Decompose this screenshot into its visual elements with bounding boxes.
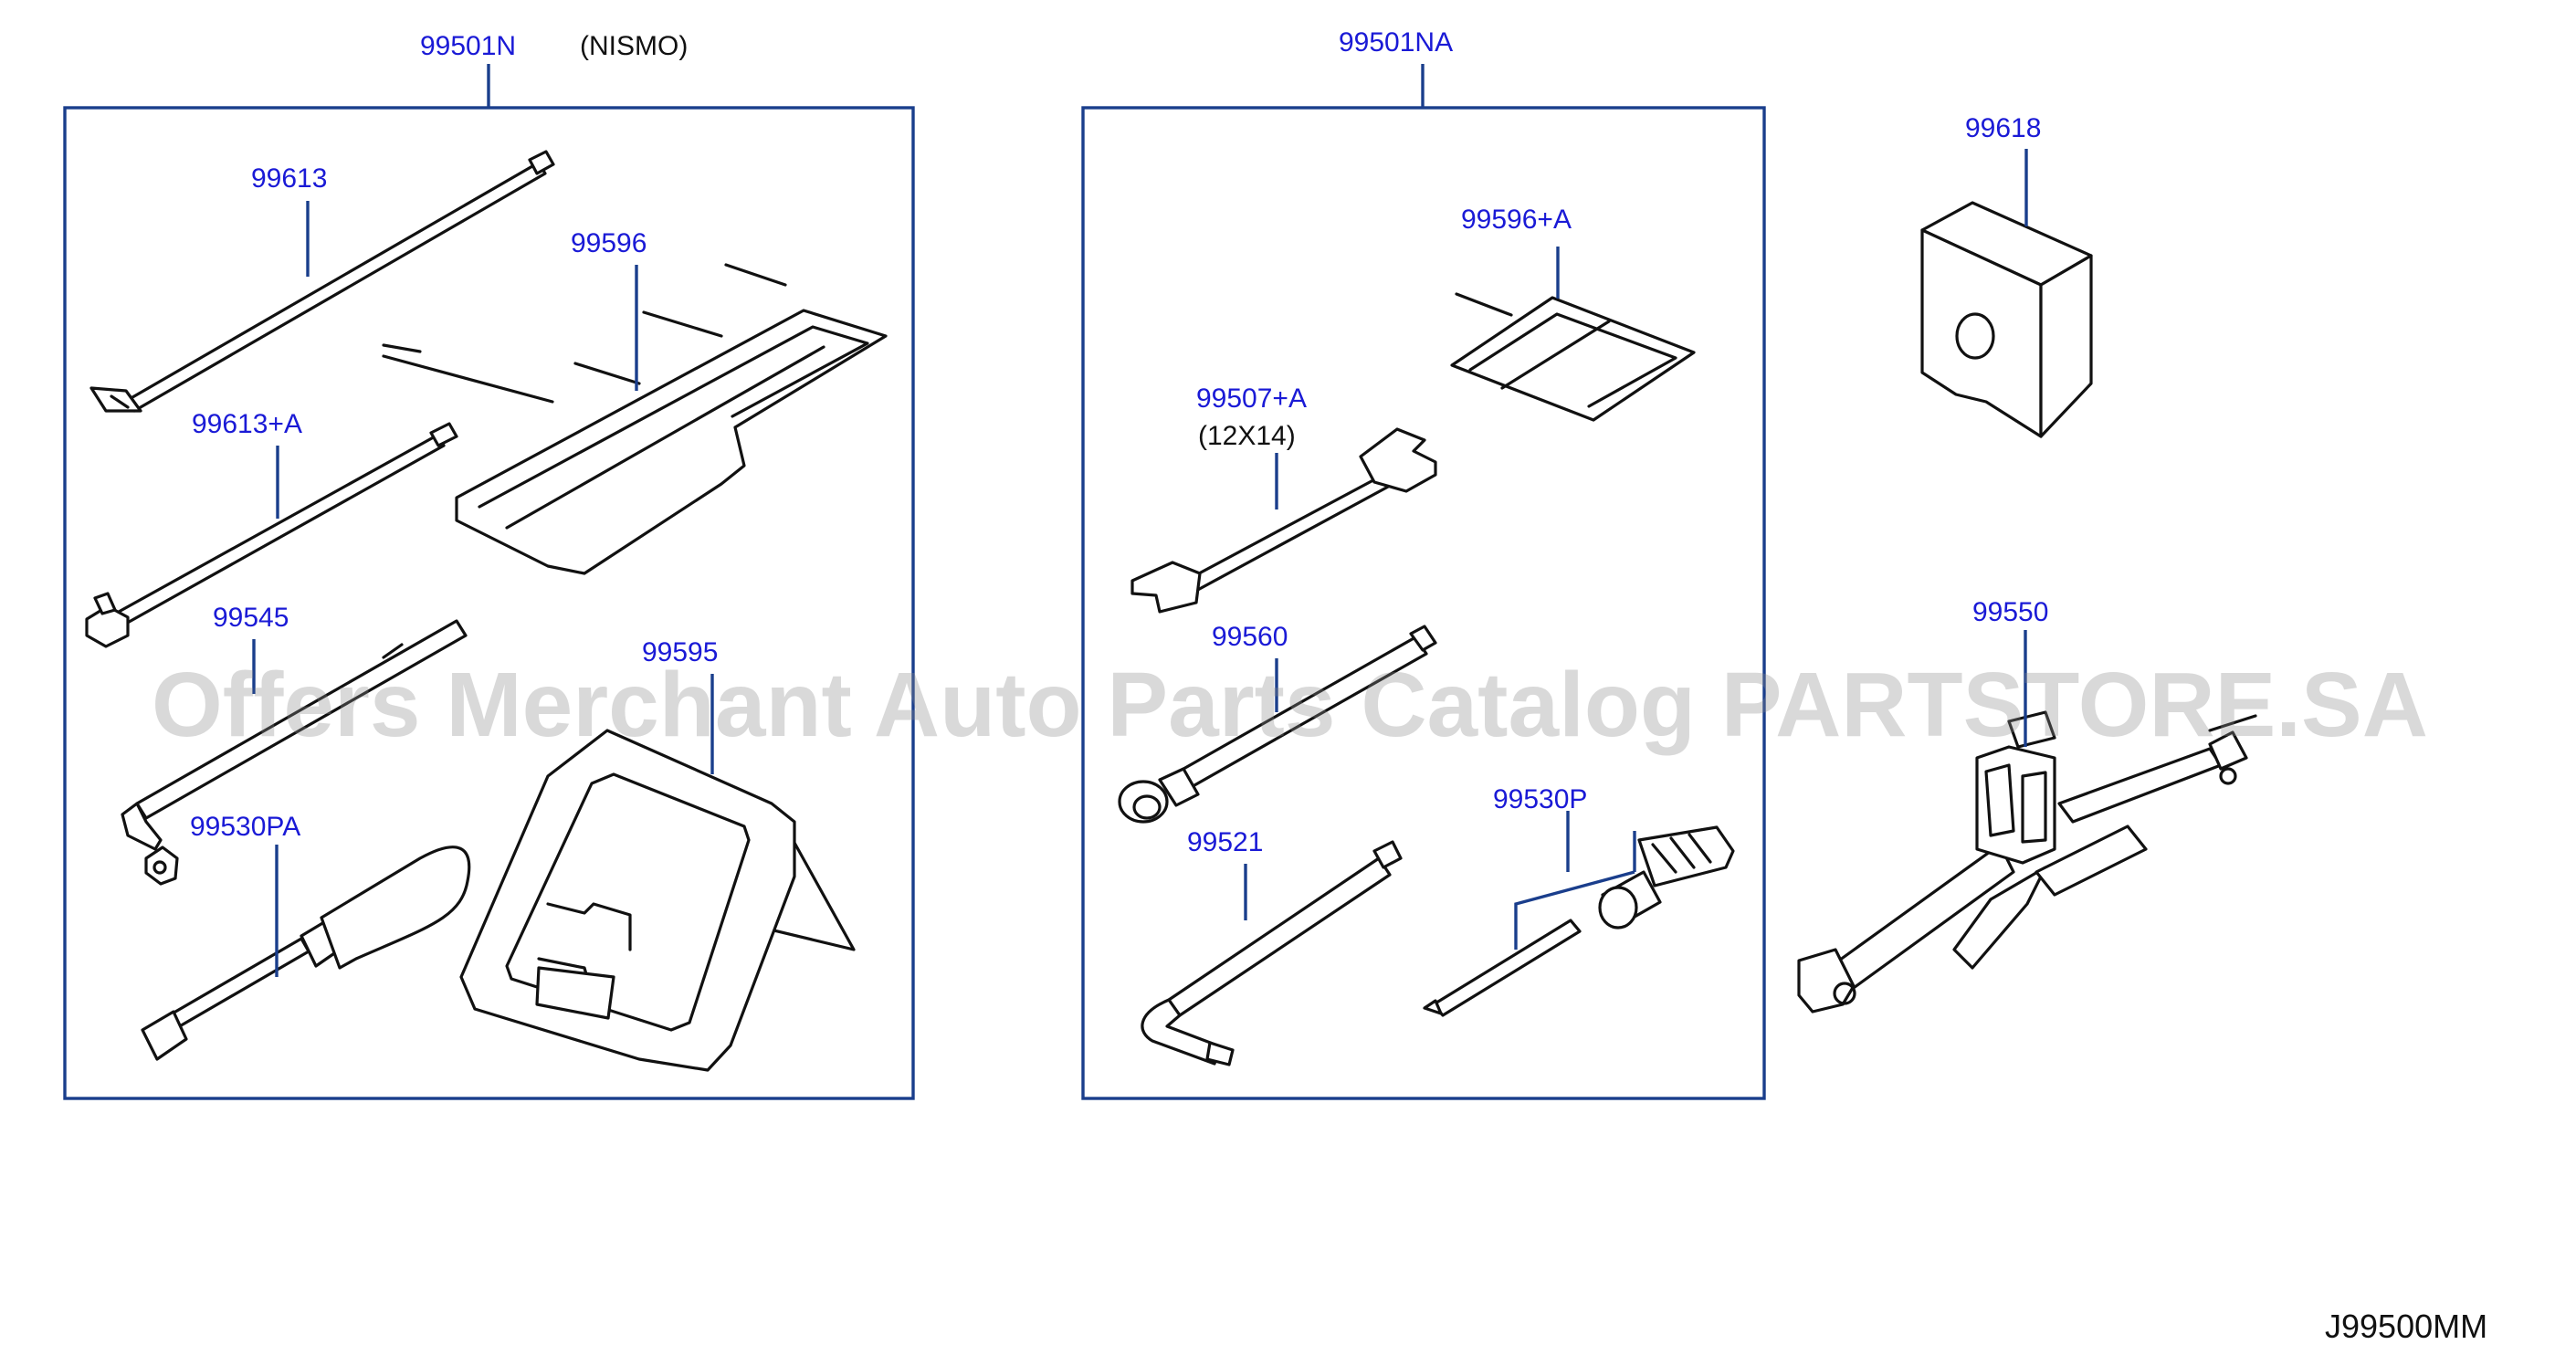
- part-99507a-drawing: [1130, 427, 1437, 614]
- part-callout-99507a[interactable]: 99507+A: [1196, 383, 1307, 414]
- part-99618-drawing: [1920, 201, 2093, 438]
- part-callout-99596a[interactable]: 99596+A: [1461, 205, 1572, 235]
- part-callout-99595[interactable]: 99595: [642, 637, 718, 667]
- part-callout-99530p[interactable]: 99530P: [1493, 784, 1587, 814]
- part-callout-99618[interactable]: 99618: [1965, 113, 2041, 143]
- part-99530pa-drawing: [141, 846, 471, 1061]
- part-99545-drawing: [121, 619, 468, 886]
- group-note-nismo: (NISMO): [580, 31, 688, 61]
- part-size-99507a: (12X14): [1198, 421, 1296, 451]
- part-99521-drawing: [1141, 840, 1403, 1066]
- part-callout-99521[interactable]: 99521: [1187, 827, 1263, 857]
- part-callout-99596[interactable]: 99596: [571, 228, 647, 258]
- part-99596a-drawing: [1450, 292, 1696, 422]
- group-callout-99501na[interactable]: 99501NA: [1339, 27, 1453, 58]
- part-99596-drawing: [382, 263, 888, 575]
- part-callout-99550[interactable]: 99550: [1972, 597, 2048, 627]
- diagram-reference: J99500MM: [2325, 1308, 2487, 1345]
- part-callout-99560[interactable]: 99560: [1212, 622, 1288, 652]
- part-99530p-drawing: [1423, 825, 1735, 1017]
- part-99560-drawing: [1118, 625, 1437, 824]
- part-callout-99613[interactable]: 99613: [251, 163, 327, 194]
- part-callout-99530pa[interactable]: 99530PA: [190, 812, 300, 842]
- part-99595-drawing: [459, 729, 856, 1072]
- watermark: Offers Merchant Auto Parts Catalog PARTS…: [152, 654, 2428, 756]
- part-callout-99613a[interactable]: 99613+A: [192, 409, 302, 439]
- group-callout-99501n[interactable]: 99501N: [420, 31, 516, 61]
- part-callout-99545[interactable]: 99545: [213, 603, 289, 633]
- part-99613a-drawing: [85, 422, 458, 648]
- part-99550-drawing: [1797, 710, 2257, 1014]
- part-99613-drawing: [89, 150, 555, 413]
